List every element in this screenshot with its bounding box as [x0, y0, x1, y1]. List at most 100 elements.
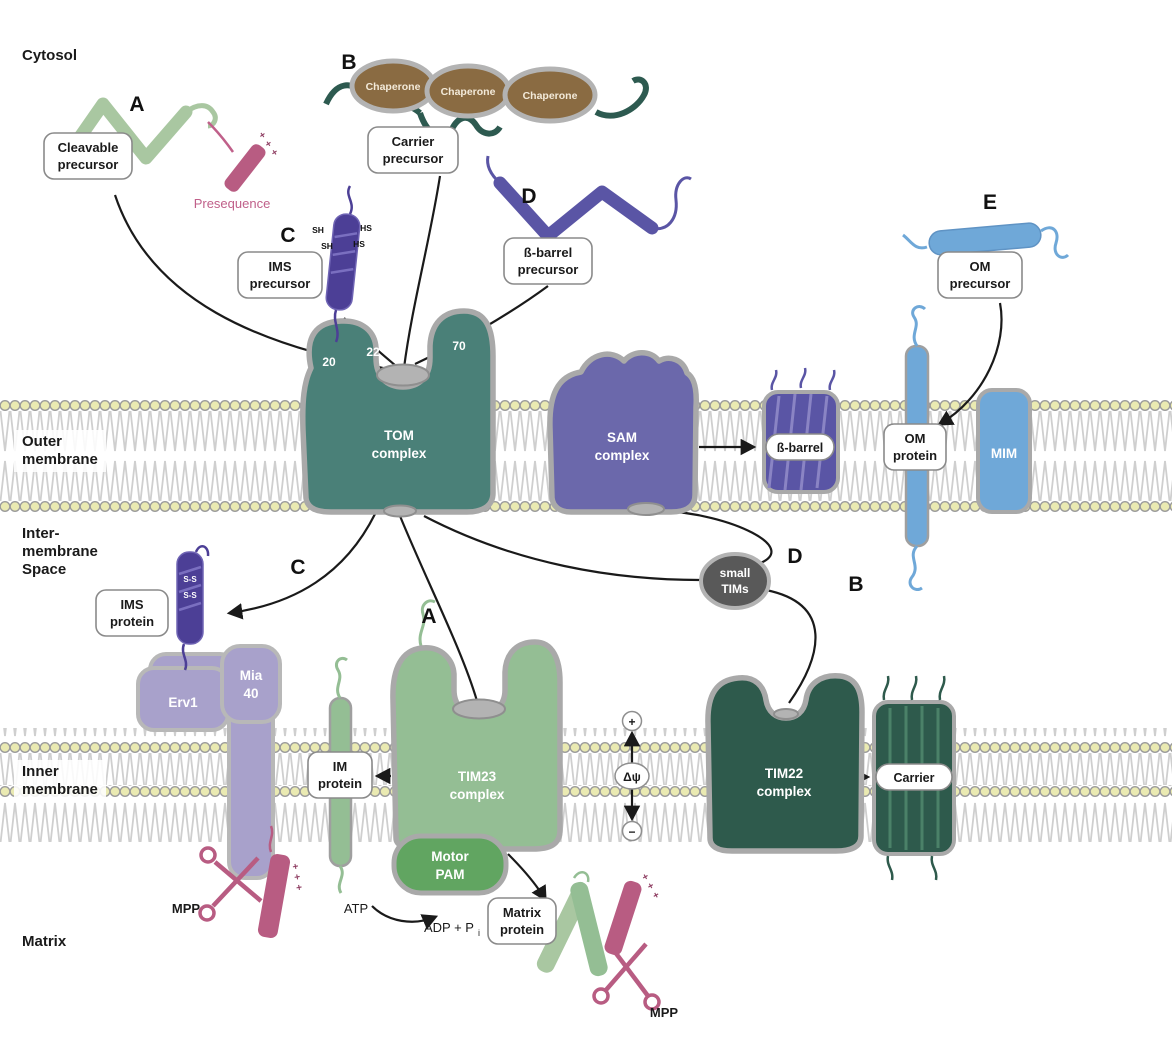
ims-protein-label-line2: protein [110, 614, 154, 629]
erv1-label: Erv1 [168, 695, 198, 710]
ims-protein-bottom-squiggle [181, 643, 188, 671]
ims-protein-bond2: S-S [183, 591, 197, 600]
inner-membrane-label-line1: Inner [22, 763, 59, 780]
helix-coil [332, 249, 356, 257]
ims-protein-label-line1: IMS [120, 597, 143, 612]
om-protein-label-line1: OM [905, 431, 926, 446]
mpp-left: + + + MPP [172, 825, 305, 938]
scissors-icon [604, 942, 648, 992]
ims-protein-pill [95, 589, 169, 637]
arrow-pam-to-matrix-protein [507, 853, 547, 902]
barrel-precursor-pill [503, 237, 593, 285]
thiol-tag: HS [353, 239, 365, 249]
tom-name-line2: complex [372, 446, 427, 461]
ribbon-shape [570, 881, 608, 977]
presequence-bar-shape [224, 144, 266, 192]
sam-name-line2: complex [595, 448, 650, 463]
motor-pam: Motor PAM [391, 833, 509, 896]
arrow-carrier-to-tom [402, 175, 442, 369]
atp-hydrolysis: ATP ADP + P i [344, 901, 480, 938]
arrow-tom-to-tim23 [398, 515, 479, 702]
om-precursor-label-line1: OM [970, 259, 991, 274]
pathway-letter-c-ims: C [290, 556, 305, 579]
ims-protein-bond1: S-S [183, 575, 197, 584]
tom-subunit-22: 22 [366, 345, 380, 359]
im-protein-label-line1: IM [333, 759, 347, 774]
ims-precursor: SH SH HS HS IMS precursor C [237, 185, 372, 343]
tim22-name-line2: complex [757, 784, 812, 799]
tim23-top-squiggle [418, 599, 436, 647]
pathway-letter-d: D [521, 185, 536, 208]
charge-marks: + + + [289, 863, 305, 893]
ims-protein-top-squiggle [194, 544, 210, 557]
mia40-body [220, 644, 282, 724]
tim22-complex: TIM22 complex [705, 673, 865, 854]
presequence-squiggle [268, 825, 274, 853]
scissors-handle [198, 904, 216, 922]
matrix-protein-ribbon1 [536, 889, 588, 973]
carrier-label-pill [875, 763, 953, 791]
small-tims-line1: small [720, 566, 751, 580]
om-precursor-pill [937, 251, 1023, 299]
barrel-precursor-ribbon [493, 176, 659, 243]
matrix-protein-ribbon2 [570, 881, 608, 977]
ims-precursor-label-line2: precursor [250, 276, 311, 291]
helix-coil [178, 583, 202, 594]
ribbon-shape [536, 889, 588, 973]
carrier-squiggle [910, 675, 918, 701]
tim22-body [705, 673, 865, 854]
chaperone-oval [502, 66, 598, 124]
minus-sign: − [628, 825, 635, 839]
delta-psi-badge [614, 762, 650, 790]
carrier-precursor: Chaperone Chaperone Chaperone Carrier pr… [323, 51, 649, 174]
thiol-tag: SH [321, 241, 333, 251]
presequence-bar-right [604, 880, 642, 956]
cylinder-shape [928, 222, 1042, 256]
presequence-bar-shape [257, 854, 291, 938]
cleavable-label-line1: Cleavable [58, 140, 119, 155]
helix-coil [334, 232, 358, 239]
sam-name-line1: SAM [607, 430, 637, 445]
beta-barrel-product: ß-barrel [762, 367, 840, 494]
ims-label-line1: Inter- [22, 525, 60, 542]
pam-body [391, 833, 509, 896]
small-tims: small TIMs [699, 552, 771, 610]
cytosol-label: Cytosol [22, 47, 77, 64]
im-protein-top-squiggle [334, 656, 348, 699]
matrix-protein-label-line1: Matrix [503, 905, 542, 920]
om-precursor-cylinder [928, 222, 1042, 256]
ims-precursor-bottom-squiggle [333, 309, 339, 343]
im-protein: IM protein [307, 656, 373, 894]
mia40-erv1: Erv1 Mia 40 [136, 644, 282, 880]
sam-complex: SAM complex [547, 350, 699, 516]
carrier-label-line2: precursor [383, 151, 444, 166]
mim-label: MIM [991, 446, 1017, 461]
barrel-precursor-label-line1: ß-barrel [524, 245, 572, 260]
chaperone-label: Chaperone [441, 86, 496, 98]
scissors-icon [610, 946, 650, 998]
outer-membrane-label-line2: membrane [22, 451, 98, 468]
label-backer [14, 760, 106, 802]
tim22-channel-mouth [773, 708, 799, 720]
scissors-handle [592, 987, 610, 1005]
carrier-product: Carrier [872, 675, 956, 881]
adp-label: ADP + P [424, 920, 474, 935]
matrix-protein-label-line2: protein [500, 922, 544, 937]
matrix-protein-group: + + + MPP Matrix protein [487, 870, 678, 1020]
inner-membrane-lower-leaflet [0, 785, 1172, 842]
thiol-tag: HS [360, 223, 372, 233]
pathway-letter-d-ims: D [787, 545, 802, 568]
scissors-icon [213, 860, 263, 903]
cleavable-precursor: + + + Presequence Cleavable precursor A [43, 93, 281, 211]
cleavable-ribbon [57, 97, 193, 167]
small-tims-body [699, 552, 771, 610]
im-protein-pill [307, 751, 373, 799]
label-backer [14, 430, 106, 472]
plus-badge [621, 710, 643, 732]
tom-subunit-70: 70 [452, 339, 466, 353]
membrane-potential: + Δψ − [614, 710, 650, 842]
mim-complex: MIM [976, 388, 1032, 514]
tim23-name-line1: TIM23 [458, 769, 497, 784]
pathway-letter-a: A [129, 93, 144, 116]
